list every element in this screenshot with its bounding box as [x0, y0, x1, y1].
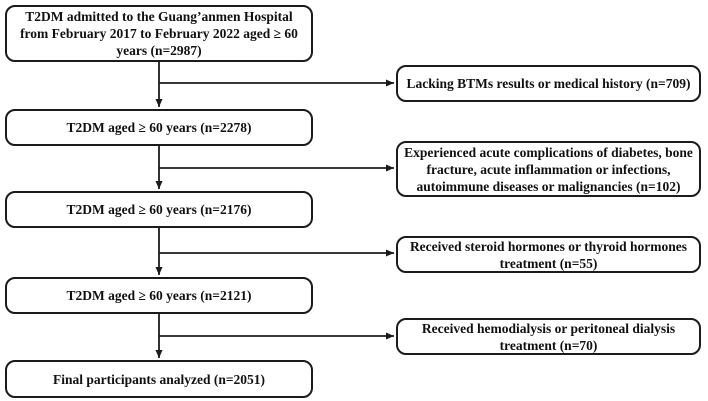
- flow-box-label: T2DM admitted to the Guang’anmen Hospita…: [20, 9, 298, 58]
- exclusion-box-label: Received hemodialysis or peritoneal dial…: [421, 320, 676, 353]
- exclusion-box-3: Received steroid hormones or thyroid hor…: [396, 236, 701, 273]
- flow-box-label: T2DM aged ≥ 60 years (n=2121): [66, 288, 252, 303]
- flow-box-final: Final participants analyzed (n=2051): [5, 360, 313, 398]
- flow-box-step-4: T2DM aged ≥ 60 years (n=2121): [5, 277, 313, 314]
- flow-box-label: Final participants analyzed (n=2051): [52, 371, 266, 387]
- flow-box-enrollment: T2DM admitted to the Guang’anmen Hospita…: [5, 5, 313, 62]
- exclusion-box-label: Experienced acute complications of diabe…: [404, 144, 693, 194]
- flow-box-step-3: T2DM aged ≥ 60 years (n=2176): [5, 191, 313, 228]
- exclusion-box-label: Received steroid hormones or thyroid hor…: [409, 238, 688, 271]
- exclusion-box-1: Lacking BTMs results or medical history …: [396, 65, 701, 102]
- flow-box-label: T2DM aged ≥ 60 years (n=2176): [66, 202, 252, 217]
- exclusion-box-label: Lacking BTMs results or medical history …: [406, 76, 691, 91]
- flow-box-step-2: T2DM aged ≥ 60 years (n=2278): [5, 109, 313, 146]
- flow-box-label: T2DM aged ≥ 60 years (n=2278): [66, 120, 252, 135]
- exclusion-box-4: Received hemodialysis or peritoneal dial…: [396, 318, 701, 355]
- exclusion-box-2: Experienced acute complications of diabe…: [396, 141, 701, 197]
